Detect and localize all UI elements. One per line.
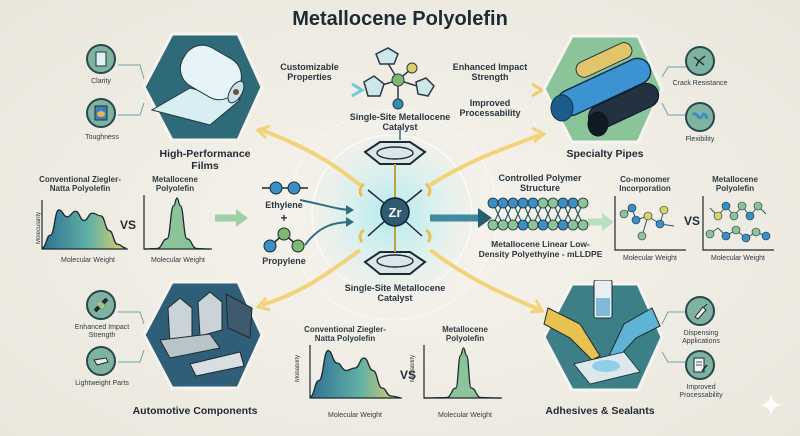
distribution-curve	[143, 197, 211, 250]
lightweight-parts-icon	[86, 346, 116, 376]
processability-doc-icon	[685, 350, 715, 380]
distribution-area	[42, 209, 126, 249]
chart-axes	[309, 345, 402, 399]
adhesives-caption: Adhesives & Sealants	[545, 405, 655, 417]
distribution-area	[144, 198, 210, 249]
chart-metallocene-narrow	[143, 195, 212, 250]
automotive-caption: Automotive Components	[132, 405, 258, 417]
arrow-to-automotive	[261, 248, 362, 307]
metallocene-chains-icon	[702, 196, 774, 251]
page-title: Metallocene Polyolefin	[292, 8, 508, 30]
right-metallocene-xlabel: Molecular Weight	[711, 255, 765, 262]
adhesives-hexagon	[542, 280, 664, 392]
chart2-xlabel: Molecular Weight	[151, 257, 205, 264]
comonomer-title: Co-monomer Incorporation	[619, 175, 671, 194]
distribution-curve	[41, 209, 127, 249]
polymer-chain-icon	[487, 197, 589, 231]
chart-zn-bimodal	[309, 345, 402, 399]
toughness-label: Toughness	[85, 134, 119, 141]
catalyst-center-label: Single-Site Metallocene Catalyst	[344, 283, 446, 304]
chart1-xlabel: Molecular Weight	[61, 257, 115, 264]
catalyst-top-label: Single-Site Metallocene Catalyst	[349, 112, 451, 133]
car-interior-icon	[159, 291, 253, 377]
clarity-feature-icon	[86, 44, 116, 74]
adhesive-tubes-icon	[543, 280, 661, 385]
improved-processability-label: Improved Processability	[459, 98, 521, 119]
vs-label-left: VS	[120, 218, 137, 232]
catalyst-molecule-icon	[363, 47, 435, 110]
chart2-title: Metallocene Polyolefin	[152, 175, 198, 194]
propylene-label: Propylene	[262, 256, 306, 266]
vs-label-right: VS	[684, 214, 701, 228]
films-hexagon	[142, 32, 264, 142]
processability-label: Improved Processability	[679, 384, 723, 400]
distribution-area	[424, 348, 500, 398]
chart-axes	[41, 200, 128, 250]
crack-resistance-label: Crack Resistance	[672, 80, 728, 87]
chart-axes	[423, 345, 502, 399]
flexibility-icon	[685, 102, 715, 132]
chart3-title: Conventional Ziegler-Natta Polyolefin	[304, 325, 386, 344]
propylene-molecule-icon	[263, 227, 305, 253]
lightweight-parts-label: Lightweight Parts	[75, 380, 129, 387]
customizable-properties-label: Customizable Properties	[280, 62, 339, 83]
enhanced-impact-label: Enhanced Impact Strength	[452, 62, 528, 83]
distribution-curve	[423, 347, 501, 399]
sparkle-icon	[759, 393, 783, 417]
zr-catalyst-complex: Zr	[358, 141, 432, 275]
crack-resistance-icon	[685, 46, 715, 76]
vs-label-bottom: VS	[400, 368, 417, 382]
impact-strength-icon	[86, 290, 116, 320]
comonomer-xlabel: Molecular Weight	[623, 255, 677, 262]
chart4-ylabel: Mobability	[410, 355, 416, 383]
film-roll-icon	[150, 44, 245, 126]
chart3-xlabel: Molecular Weight	[328, 412, 382, 419]
ethylene-molecule-icon	[262, 181, 308, 195]
pipes-hexagon	[542, 34, 664, 144]
arrow-to-adhesives	[428, 248, 541, 312]
chart4-xlabel: Molecular Weight	[438, 412, 492, 419]
clarity-label: Clarity	[91, 78, 111, 85]
zr-atom-icon	[380, 197, 410, 227]
chart1-ylabel: Molecularity	[36, 212, 42, 245]
chart1-title: Conventional Ziegler-Natta Polyolefin	[39, 175, 121, 194]
zr-symbol: Zr	[389, 205, 402, 220]
chart-zn-broad	[41, 200, 128, 250]
mlldpe-label: Metallocene Linear Low-Density Polyethyi…	[478, 239, 603, 259]
plus-sign: +	[280, 211, 288, 225]
chart-axes	[143, 195, 212, 250]
chart-metallocene-narrow-bottom	[423, 345, 502, 399]
pipes-caption: Specialty Pipes	[566, 148, 644, 160]
arrow-to-pipes	[428, 133, 541, 187]
distribution-area	[310, 350, 400, 398]
automotive-hexagon	[142, 280, 264, 390]
pipes-icon	[550, 42, 660, 137]
comonomer-graph-icon	[614, 196, 686, 251]
films-caption: High-Performance Films	[159, 148, 251, 173]
ethylene-label: Ethylene	[265, 200, 303, 210]
toughness-feature-icon	[86, 98, 116, 128]
arrow-to-films	[261, 128, 362, 187]
controlled-structure-label: Controlled Polymer Structure	[498, 173, 582, 194]
impact-strength-label: Enhanced Impact Strength	[74, 324, 130, 340]
dispensing-label: Dispensing Applications	[682, 330, 720, 346]
right-metallocene-title: Metallocene Polyolefin	[712, 175, 758, 194]
flexibility-label: Flexibility	[685, 136, 715, 143]
chart4-title: Metallocene Polyolefin	[442, 325, 488, 344]
distribution-curve	[309, 349, 401, 399]
dispensing-icon	[685, 296, 715, 326]
chart3-ylabel: Mobability	[295, 355, 301, 383]
